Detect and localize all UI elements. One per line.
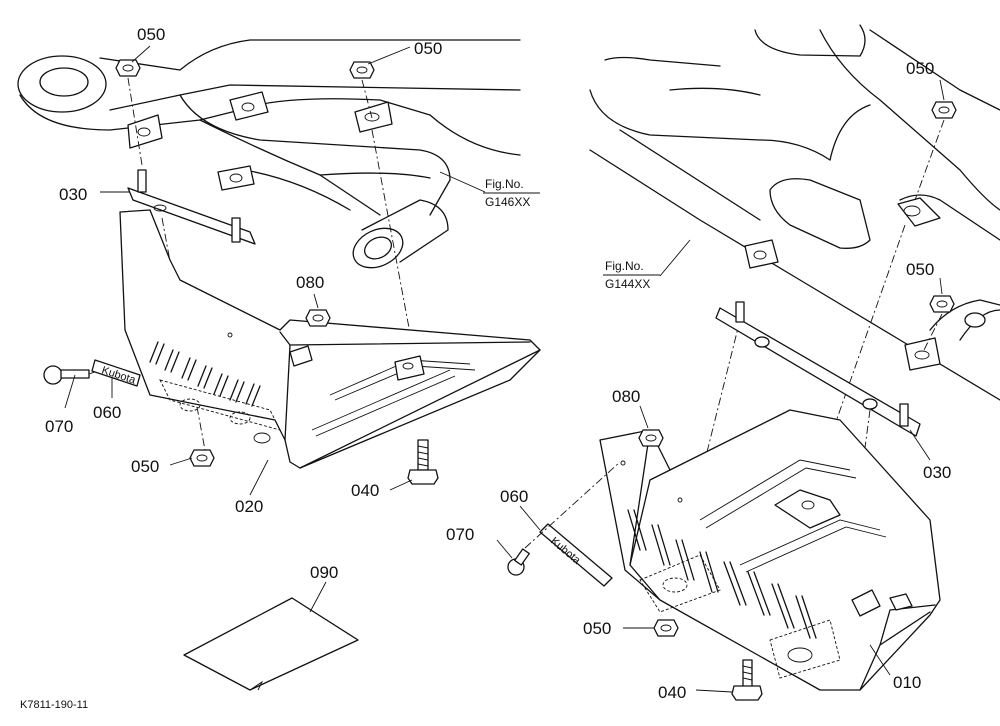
- label-050: 050: [137, 25, 165, 44]
- left-frame: [17, 39, 521, 269]
- right-frame: [589, 24, 1000, 401]
- label-090: 090: [310, 563, 338, 582]
- left-fig-reference: Fig.No. G146XX: [439, 171, 540, 209]
- label-010: 010: [893, 673, 921, 692]
- left-nut-050-c: [189, 449, 215, 467]
- left-nameplate-060: Kubota: [91, 359, 141, 387]
- left-bolt-040: [407, 439, 439, 485]
- left-nut-080: [305, 309, 331, 327]
- right-fig-reference: Fig.No. G144XX: [603, 239, 691, 291]
- left-screw-070: [43, 365, 101, 385]
- label-020: 020: [235, 497, 263, 516]
- right-nut-050-a: [931, 101, 957, 119]
- right-nut-080: [638, 429, 664, 447]
- label-040: 040: [658, 683, 686, 702]
- label-050: 050: [131, 457, 159, 476]
- left-guard-020: [119, 209, 541, 469]
- label-070: 070: [446, 525, 474, 544]
- right-guard-010: [599, 409, 941, 691]
- label-060: 060: [93, 403, 121, 422]
- left-leaders: [64, 45, 413, 496]
- right-nut-050-b: [929, 295, 955, 313]
- fig-ref-line1: Fig.No.: [485, 177, 524, 191]
- right-bolt-040: [731, 659, 763, 701]
- right-leaders: [496, 79, 945, 693]
- right-plate-030: [715, 301, 921, 437]
- label-040: 040: [351, 481, 379, 500]
- label-080: 080: [296, 273, 324, 292]
- left-labels: 050 050 030 080 070 060 050 040 020: [45, 25, 442, 516]
- label-050: 050: [583, 619, 611, 638]
- left-plate-030: [127, 169, 256, 245]
- label-080: 080: [612, 387, 640, 406]
- right-labels: 050 050 080 060 070 050 040 030 010: [446, 59, 951, 702]
- label-050: 050: [906, 59, 934, 78]
- right-nut-050-c: [653, 619, 679, 637]
- label-030: 030: [59, 185, 87, 204]
- drawing-code: K7811-190-11: [20, 699, 88, 711]
- left-nut-050-a: [115, 59, 141, 77]
- label-030: 030: [923, 463, 951, 482]
- fig-ref-line1: Fig.No.: [605, 259, 644, 273]
- label-060: 060: [500, 487, 528, 506]
- fig-ref-line2: G146XX: [485, 195, 530, 209]
- right-nameplate-060: Kubota: [539, 523, 613, 587]
- fig-ref-line2: G144XX: [605, 277, 650, 291]
- left-nut-050-b: [349, 61, 375, 79]
- sticker-090: 090: [183, 563, 359, 691]
- label-070: 070: [45, 417, 73, 436]
- right-screw-070: [507, 461, 621, 576]
- label-050: 050: [414, 39, 442, 58]
- label-050: 050: [906, 260, 934, 279]
